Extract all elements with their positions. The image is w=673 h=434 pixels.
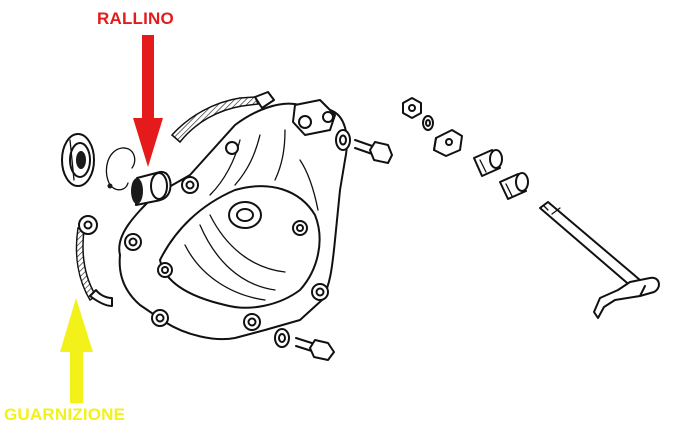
roller-rallino [131,170,172,206]
label-rallino: RALLINO [97,9,174,28]
hex-nut [402,97,422,119]
washer-lower [274,328,290,348]
arrow-rallino [133,35,163,167]
arrow-guarnizione-head [60,298,93,352]
spring-clip [105,147,136,191]
arrow-rallino-head [133,118,163,167]
small-washer [422,115,434,131]
shaft-lever [539,201,660,319]
lever-block [433,129,463,157]
gasket-guarnizione [75,215,113,307]
arrow-guarnizione-shaft [70,348,83,403]
housing-cover [118,99,348,341]
bolt-upper [354,139,393,164]
top-gasket-segment [170,96,260,144]
top-gasket-tab [254,91,275,109]
oil-seal [61,133,95,187]
label-guarnizione: GUARNIZIONE [4,405,126,424]
bushing-2 [499,172,529,200]
arrow-guarnizione [60,298,93,403]
bushing-1 [473,149,503,177]
bolt-lower [295,337,335,361]
arrow-rallino-shaft [142,35,154,120]
washer-upper [335,129,351,151]
